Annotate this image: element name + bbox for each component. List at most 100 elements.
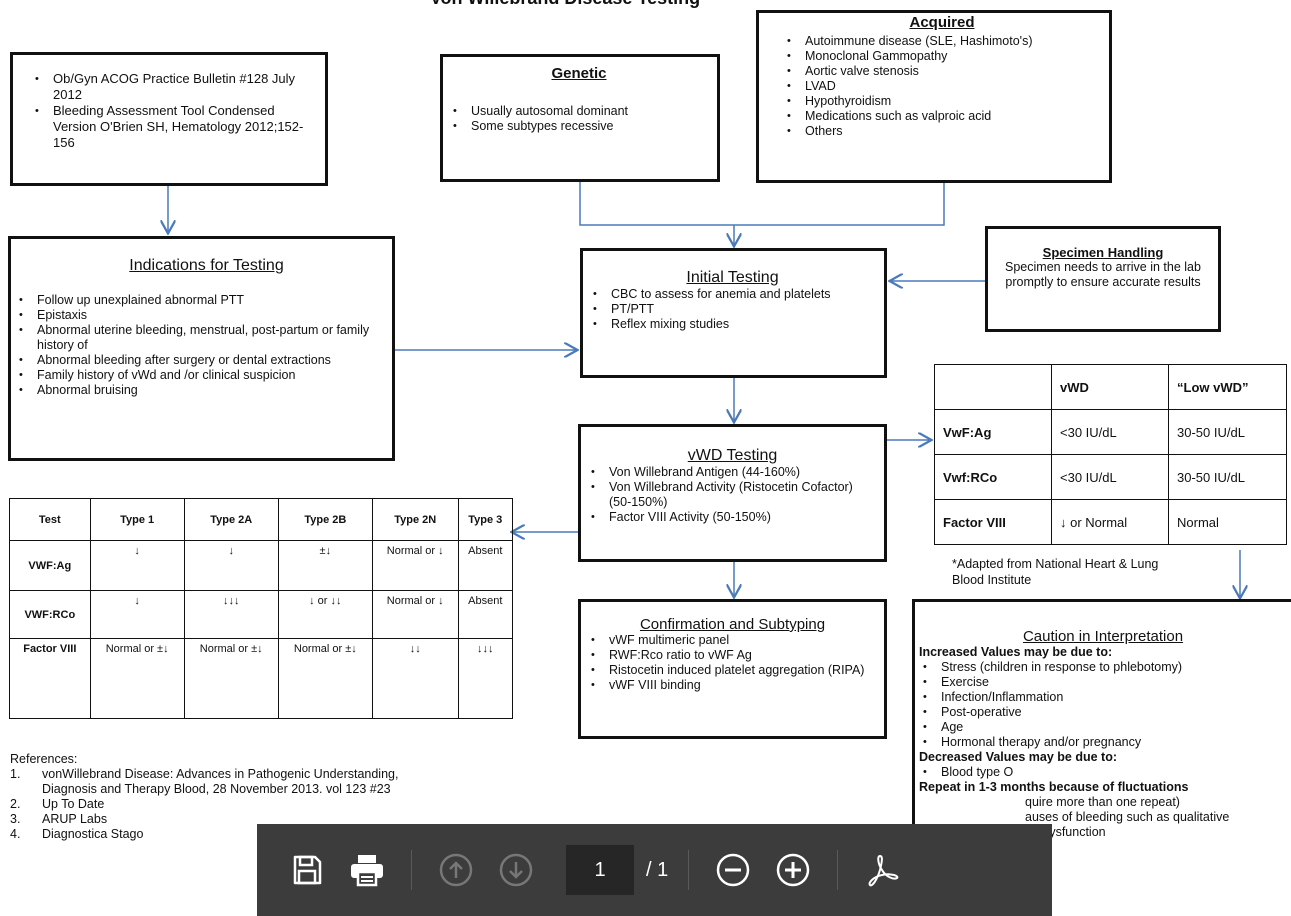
caution-tail-line: auses of bleeding such as qualitative [1025, 810, 1230, 824]
table-header: Test [9, 498, 91, 541]
save-button[interactable] [287, 850, 327, 890]
table-cell: Normal or ↓ [371, 540, 459, 591]
increased-list: Stress (children in response to phleboto… [919, 660, 1291, 750]
table-cell: ↓↓↓ [457, 638, 514, 719]
table-cell: Normal or ±↓ [277, 638, 373, 719]
list-item: Bleeding Assessment Tool Condensed Versi… [31, 103, 317, 151]
print-button[interactable] [347, 850, 387, 890]
page-up-button[interactable] [436, 850, 476, 890]
table-cell: <30 IU/dL [1051, 409, 1169, 455]
list-item: Follow up unexplained abnormal PTT [15, 293, 384, 308]
table-cell: Normal or ↓ [371, 590, 459, 639]
list-item: RWF:Rco ratio to vWF Ag [587, 648, 878, 663]
pdf-toolbar: 1 / 1 [257, 824, 1052, 916]
table-header: Type 1 [89, 498, 185, 541]
references-label: References: [10, 752, 78, 766]
list-item: Epistaxis [15, 308, 384, 323]
caution-tail: quire more than one repeat) auses of ble… [1025, 795, 1291, 840]
table-cell: ↓ [89, 540, 185, 591]
page-total: / 1 [646, 858, 669, 881]
page-number-input[interactable]: 1 [566, 845, 634, 895]
table-cell: Normal or ±↓ [183, 638, 279, 719]
list-item: vWF multimeric panel [587, 633, 878, 648]
table-cell: ↓ [183, 540, 279, 591]
page-up-icon [439, 853, 473, 887]
list-item: Aortic valve stenosis [783, 64, 1101, 79]
genetic-title: Genetic [551, 65, 607, 82]
list-item: Factor VIII Activity (50-150%) [587, 510, 878, 525]
references: References: 1.vonWillebrand Disease: Adv… [10, 752, 398, 842]
zoom-out-button[interactable] [713, 850, 753, 890]
list-item: Medications such as valproic acid [783, 109, 1101, 124]
list-item: Abnormal uterine bleeding, menstrual, po… [15, 323, 384, 353]
table-header: Type 2B [277, 498, 373, 541]
toolbar-divider [411, 850, 412, 890]
table-row: VWF:Ag ↓ ↓ ±↓ Normal or ↓ Absent [9, 540, 514, 591]
reference-number: 1. [10, 767, 21, 781]
page-title: Von Willebrand Disease Testing [330, 0, 800, 9]
list-item: Hypothyroidism [783, 94, 1101, 109]
initial-title: Initial Testing [686, 269, 779, 286]
table-cell: Factor VIII [9, 638, 91, 719]
vwd-testing-title: vWD Testing [687, 447, 778, 464]
reference-item: 2.Up To Date [10, 797, 398, 812]
save-icon [293, 855, 322, 885]
zoom-in-icon [777, 853, 810, 887]
indications-title: Indications for Testing [129, 257, 284, 274]
vwd-type-table: Test Type 1 Type 2A Type 2B Type 2N Type… [9, 498, 514, 719]
print-icon [351, 855, 383, 887]
page-down-button[interactable] [496, 850, 536, 890]
zoom-in-button[interactable] [773, 850, 813, 890]
list-item: Family history of vWd and /or clinical s… [15, 368, 384, 383]
toolbar-divider [837, 850, 839, 890]
acquired-box: Acquired Autoimmune disease (SLE, Hashim… [756, 10, 1112, 183]
table-row: VWF:RCo ↓ ↓↓↓ ↓ or ↓↓ Normal or ↓ Absent [9, 590, 514, 639]
sources-list: Ob/Gyn ACOG Practice Bulletin #128 July … [31, 71, 317, 151]
reference-number: 3. [10, 812, 21, 826]
table-header: “Low vWD” [1168, 364, 1287, 410]
list-item: Autoimmune disease (SLE, Hashimoto's) [783, 34, 1101, 49]
list-item: Von Willebrand Activity (Ristocetin Cofa… [587, 480, 878, 510]
list-item: Post-operative [919, 705, 1291, 720]
list-item: Von Willebrand Antigen (44-160%) [587, 465, 878, 480]
table-cell: ↓↓↓ [183, 590, 279, 639]
reference-number: 2. [10, 797, 21, 811]
table-header: Type 2N [371, 498, 459, 541]
sources-box: Ob/Gyn ACOG Practice Bulletin #128 July … [10, 52, 328, 186]
page-down-icon [499, 853, 533, 887]
table-cell: VWF:Ag [9, 540, 91, 591]
list-item: Exercise [919, 675, 1291, 690]
reference-text: Diagnosis and Therapy Blood, 28 November… [42, 782, 391, 796]
list-item: Ristocetin induced platelet aggregation … [587, 663, 878, 678]
confirmation-list: vWF multimeric panel RWF:Rco ratio to vW… [587, 633, 878, 693]
table-cell: Absent [457, 590, 514, 639]
table-row: VwF:Ag <30 IU/dL 30-50 IU/dL [934, 409, 1287, 455]
list-item: Usually autosomal dominant [449, 104, 709, 119]
caution-tail-line: quire more than one repeat) [1025, 795, 1180, 809]
decreased-list: Blood type O [919, 765, 1291, 780]
table-row: vWD “Low vWD” [934, 364, 1287, 410]
initial-testing-box: Initial Testing CBC to assess for anemia… [580, 248, 887, 378]
confirmation-title: Confirmation and Subtyping [639, 616, 826, 633]
list-item: Age [919, 720, 1291, 735]
list-item: LVAD [783, 79, 1101, 94]
table-cell: ↓ [89, 590, 185, 639]
table-cell: 30-50 IU/dL [1168, 409, 1287, 455]
table-footnote: *Adapted from National Heart & Lung Bloo… [952, 557, 1159, 587]
reference-number: 4. [10, 827, 21, 841]
table-cell: VwF:Ag [934, 409, 1052, 455]
acrobat-button[interactable] [862, 850, 902, 890]
list-item: Infection/Inflammation [919, 690, 1291, 705]
table-cell: ±↓ [277, 540, 373, 591]
table-cell: Normal [1168, 499, 1287, 545]
specimen-text: Specimen needs to arrive in the lab prom… [1005, 260, 1201, 289]
caution-title: Caution in Interpretation [1022, 628, 1184, 645]
table-header: Type 3 [457, 498, 514, 541]
table-cell: ↓ or ↓↓ [277, 590, 373, 639]
toolbar-divider [688, 850, 690, 890]
list-item: Ob/Gyn ACOG Practice Bulletin #128 July … [31, 71, 317, 103]
table-header: Type 2A [183, 498, 279, 541]
vwd-testing-box: vWD Testing Von Willebrand Antigen (44-1… [578, 424, 887, 562]
table-row: Vwf:RCo <30 IU/dL 30-50 IU/dL [934, 454, 1287, 500]
